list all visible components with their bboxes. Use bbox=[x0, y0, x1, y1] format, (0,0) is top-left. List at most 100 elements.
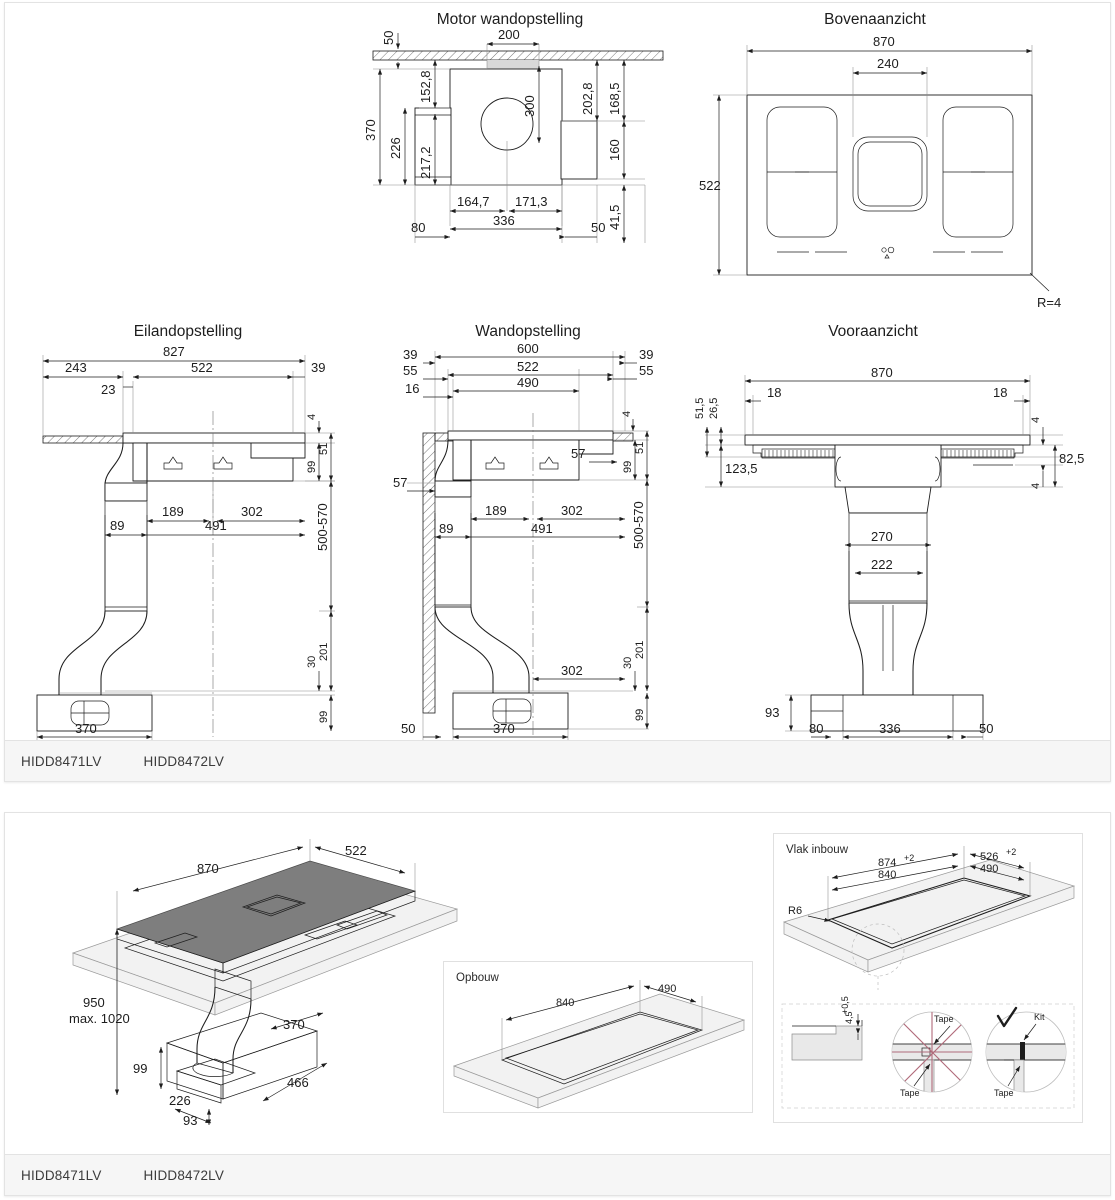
dim-front-18-left: 18 bbox=[767, 385, 781, 400]
dim-motor-202-8: 202,8 bbox=[580, 82, 595, 115]
dim-front-26-5: 26,5 bbox=[708, 398, 720, 419]
dim-front-51-5: 51,5 bbox=[694, 398, 706, 419]
dim-island-30: 30 bbox=[306, 656, 318, 668]
model-label-3: HIDD8471LV bbox=[21, 1167, 102, 1183]
dim-vlak-4-5: 4,5 bbox=[844, 1011, 854, 1024]
dim-motor-370: 370 bbox=[363, 119, 378, 141]
dim-motor-217-2: 217,2 bbox=[418, 146, 433, 179]
detail-tape-label-3: Tape bbox=[994, 1088, 1014, 1098]
inset-vlak-inbouw: Vlak inbouw 874 +2 bbox=[773, 833, 1083, 1123]
dim-front-870: 870 bbox=[871, 365, 893, 380]
dim-iso-522: 522 bbox=[345, 843, 367, 858]
dim-motor-171-3: 171,3 bbox=[515, 194, 548, 209]
dim-wall-302: 302 bbox=[561, 503, 583, 518]
view-wandopstelling: Wandopstelling bbox=[393, 323, 683, 743]
opbouw-label: Opbouw bbox=[456, 972, 499, 984]
view-motor-title: Motor wandopstelling bbox=[436, 11, 584, 28]
dim-island-827: 827 bbox=[163, 344, 185, 359]
dim-motor-50-right: 50 bbox=[591, 220, 605, 235]
dim-iso-950: 950 bbox=[83, 995, 105, 1010]
wandopstelling-drawing: 600 522 490 39 39 55 55 16 bbox=[393, 341, 653, 741]
view-eilandopstelling: Eilandopstelling bbox=[23, 323, 393, 743]
dim-motor-300: 300 bbox=[522, 95, 537, 117]
view-bovenaanzicht: Bovenaanzicht bbox=[685, 11, 1085, 311]
dim-top-870: 870 bbox=[873, 34, 895, 49]
dim-iso-max-1020: max. 1020 bbox=[69, 1011, 130, 1026]
dim-island-201: 201 bbox=[318, 643, 330, 661]
dim-wall-99-bottom: 99 bbox=[634, 709, 646, 721]
detail-tape-label-2: Tape bbox=[900, 1088, 920, 1098]
dim-vlak-490: 490 bbox=[980, 863, 998, 875]
dim-island-99-top: 99 bbox=[306, 461, 318, 473]
technical-drawing-card-top: Motor wandopstelling bbox=[4, 2, 1111, 782]
view-island-title: Eilandopstelling bbox=[133, 323, 243, 340]
dim-motor-168-5: 168,5 bbox=[607, 82, 622, 115]
card-bottom-body: 870 522 950 max. 1020 370 99 466 226 bbox=[5, 813, 1110, 1155]
detail-tape-label-1: Tape bbox=[934, 1014, 954, 1024]
dim-opbouw-490: 490 bbox=[658, 983, 676, 995]
dim-wall-89: 89 bbox=[439, 521, 453, 536]
dim-wall-491: 491 bbox=[531, 521, 553, 536]
dim-wall-500-570: 500-570 bbox=[631, 501, 646, 549]
dim-front-4-bottom: 4 bbox=[1030, 483, 1042, 489]
dim-wall-99-top: 99 bbox=[622, 461, 634, 473]
dim-opbouw-840: 840 bbox=[556, 997, 574, 1009]
dim-motor-200: 200 bbox=[498, 27, 520, 42]
view-wall-title: Wandopstelling bbox=[475, 323, 581, 340]
dim-wall-55-left: 55 bbox=[403, 363, 417, 378]
dim-front-270: 270 bbox=[871, 529, 893, 544]
model-label-2: HIDD8472LV bbox=[143, 753, 225, 769]
vooraanzicht-drawing: 870 18 18 51,5 26,5 123,5 4 bbox=[694, 365, 1084, 741]
dim-motor-152-8: 152,8 bbox=[418, 70, 433, 103]
dim-island-99-bottom: 99 bbox=[318, 711, 330, 723]
dim-wall-30: 30 bbox=[622, 657, 634, 669]
dim-motor-160: 160 bbox=[607, 139, 622, 161]
inset-opbouw: Opbouw 840 490 bbox=[443, 961, 753, 1113]
dim-island-302: 302 bbox=[241, 504, 263, 519]
dim-front-18-right: 18 bbox=[993, 385, 1007, 400]
dim-wall-39-left: 39 bbox=[403, 347, 417, 362]
dim-island-491: 491 bbox=[205, 518, 227, 533]
dim-wall-57-right: 57 bbox=[571, 446, 585, 461]
dim-wall-302-lower: 302 bbox=[561, 663, 583, 678]
dim-top-r4: R=4 bbox=[1037, 295, 1061, 310]
view-vooraanzicht: Vooraanzicht bbox=[683, 323, 1084, 743]
dim-island-522: 522 bbox=[191, 360, 213, 375]
dim-motor-50-top: 50 bbox=[381, 31, 396, 45]
dim-wall-4: 4 bbox=[621, 411, 633, 417]
card-top-footer: HIDD8471LV HIDD8472LV bbox=[5, 740, 1110, 781]
dim-island-4: 4 bbox=[306, 414, 318, 420]
dim-island-23: 23 bbox=[101, 382, 115, 397]
dim-front-123-5: 123,5 bbox=[725, 461, 758, 476]
model-label-1: HIDD8471LV bbox=[21, 753, 102, 769]
dim-front-336: 336 bbox=[879, 721, 901, 736]
view-front-title: Vooraanzicht bbox=[828, 323, 918, 340]
dim-island-89: 89 bbox=[110, 518, 124, 533]
dim-motor-80: 80 bbox=[411, 220, 425, 235]
bovenaanzicht-drawing: 870 240 522 R=4 bbox=[699, 34, 1061, 310]
view-isometric: 870 522 950 max. 1020 370 99 466 226 bbox=[65, 833, 465, 1153]
dim-motor-41-5: 41,5 bbox=[607, 205, 622, 230]
dim-iso-870: 870 bbox=[197, 861, 219, 876]
dim-island-51: 51 bbox=[318, 443, 330, 455]
dim-vlak-874-tol: +2 bbox=[904, 853, 914, 863]
dim-vlak-526-tol: +2 bbox=[1006, 847, 1016, 857]
dim-island-370: 370 bbox=[75, 721, 97, 736]
dim-island-189: 189 bbox=[162, 504, 184, 519]
dim-iso-370: 370 bbox=[283, 1017, 305, 1032]
dim-front-222: 222 bbox=[871, 557, 893, 572]
dim-front-80: 80 bbox=[809, 721, 823, 736]
dim-vlak-840: 840 bbox=[878, 869, 896, 881]
card-bottom-footer: HIDD8471LV HIDD8472LV bbox=[5, 1154, 1110, 1195]
dim-motor-164-7: 164,7 bbox=[457, 194, 490, 209]
dim-front-50: 50 bbox=[979, 721, 993, 736]
dim-front-4-top: 4 bbox=[1030, 417, 1042, 423]
dim-wall-201: 201 bbox=[634, 641, 646, 659]
dim-island-500-570: 500-570 bbox=[315, 503, 330, 551]
dim-wall-51: 51 bbox=[634, 442, 646, 454]
dim-top-522: 522 bbox=[699, 178, 721, 193]
view-top-title: Bovenaanzicht bbox=[824, 11, 926, 28]
card-top-body: Motor wandopstelling bbox=[5, 3, 1110, 741]
eilandopstelling-drawing: 827 243 522 39 23 4 51 bbox=[36, 344, 335, 741]
dim-iso-466: 466 bbox=[287, 1075, 309, 1090]
